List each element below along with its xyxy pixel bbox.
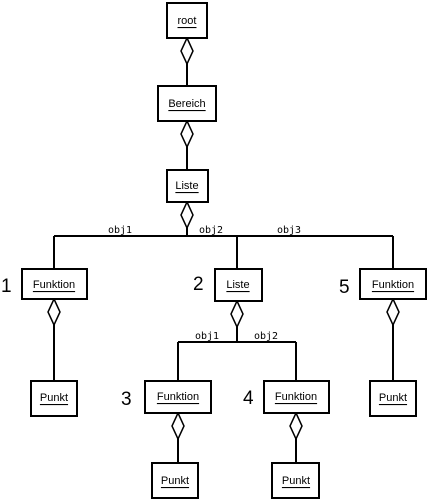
- aggregation-diamonds: [47, 36, 400, 441]
- node-label: Funktion: [372, 279, 414, 291]
- node-label: Funktion: [157, 391, 199, 403]
- node-punkt-5: Punkt: [369, 380, 417, 417]
- diamond-liste-2: [230, 299, 244, 329]
- node-label: Funktion: [275, 391, 317, 403]
- node-liste-2: Liste: [214, 268, 263, 302]
- node-punkt-1: Punkt: [30, 380, 78, 417]
- node-punkt-3: Punkt: [151, 462, 199, 499]
- diamond-funktion-5: [386, 297, 400, 327]
- edge-label-obj3-top: obj3: [277, 225, 301, 236]
- edge-label-obj1-top: obj1: [108, 225, 132, 236]
- node-label: Liste: [226, 279, 249, 291]
- node-funktion-1: Funktion: [21, 268, 88, 300]
- nodes: root Bereich Liste Funktion Liste Funkti…: [21, 2, 427, 499]
- node-label: Punkt: [161, 475, 189, 487]
- node-label: Punkt: [40, 392, 68, 404]
- edge-labels: obj1 obj2 obj3 obj1 obj2: [108, 225, 301, 342]
- diamond-funktion-3: [171, 411, 185, 441]
- node-bereich: Bereich: [157, 85, 217, 122]
- node-root: root: [166, 2, 208, 39]
- number-markers: 1 2 5 3 4: [1, 274, 350, 410]
- marker-4: 4: [243, 388, 254, 409]
- node-label: Punkt: [379, 392, 407, 404]
- node-label: Bereich: [168, 98, 205, 110]
- edge-label-obj2-top: obj2: [199, 225, 223, 236]
- node-punkt-4: Punkt: [271, 462, 320, 499]
- diamond-bereich: [180, 119, 194, 149]
- diamond-funktion-1: [47, 297, 61, 327]
- diamond-root: [180, 36, 194, 66]
- node-funktion-3: Funktion: [144, 380, 212, 414]
- marker-3: 3: [121, 389, 132, 410]
- node-funktion-5: Funktion: [359, 268, 427, 300]
- edge-label-obj2-sub: obj2: [254, 331, 278, 342]
- diamond-funktion-4: [289, 411, 303, 441]
- node-label: Punkt: [282, 475, 310, 487]
- edge-label-obj1-sub: obj1: [195, 331, 219, 342]
- marker-2: 2: [193, 274, 204, 295]
- marker-5: 5: [339, 277, 350, 298]
- marker-1: 1: [1, 276, 12, 297]
- node-liste-top: Liste: [166, 169, 209, 203]
- node-funktion-4: Funktion: [263, 380, 330, 414]
- diamond-liste: [180, 200, 194, 230]
- node-label: root: [178, 15, 197, 27]
- node-label: Funktion: [33, 279, 75, 291]
- node-label: Liste: [175, 180, 198, 192]
- connections: [53, 38, 394, 463]
